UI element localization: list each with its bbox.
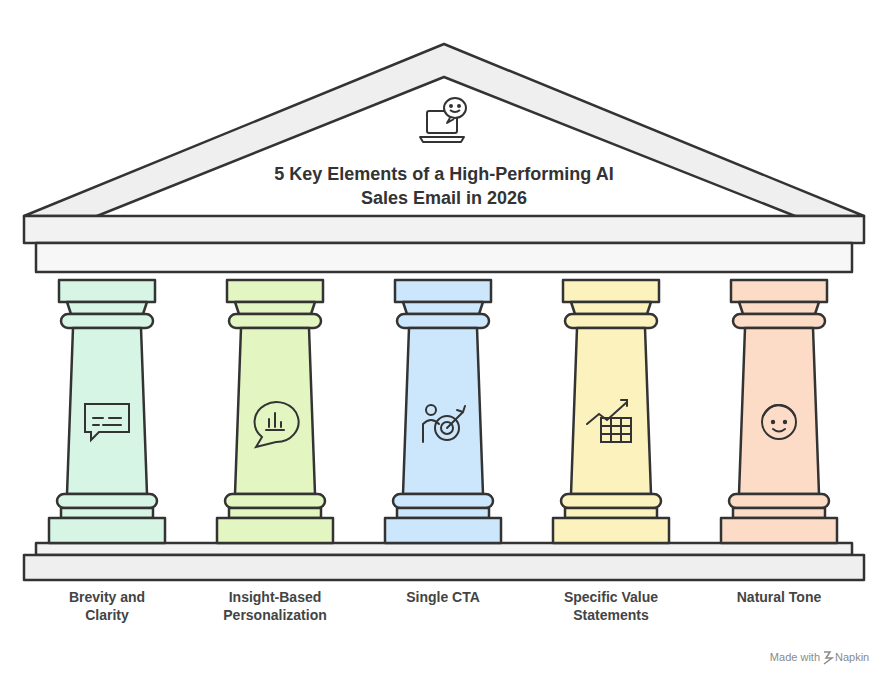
pillar-ring bbox=[397, 314, 489, 328]
pillar-part bbox=[773, 429, 785, 432]
laptop-icon bbox=[420, 98, 466, 142]
pediment-inner bbox=[92, 77, 800, 218]
pillar bbox=[49, 280, 165, 543]
base-slab bbox=[24, 555, 864, 580]
pillar-part bbox=[67, 302, 147, 314]
pediment bbox=[24, 44, 864, 216]
pillar-part bbox=[601, 418, 631, 442]
pillar-part bbox=[235, 302, 315, 314]
pillar-label: Brevity and Clarity bbox=[51, 588, 163, 624]
pillar-icon bbox=[255, 402, 299, 447]
pillar-part bbox=[447, 406, 465, 428]
pillar-part bbox=[266, 413, 284, 430]
pillar-shaft bbox=[67, 328, 147, 494]
pillar-ring bbox=[393, 494, 493, 508]
pillar-base bbox=[721, 518, 837, 543]
pillar-capital bbox=[227, 280, 323, 302]
pillar-part bbox=[565, 508, 657, 518]
pillar-icon bbox=[762, 405, 796, 439]
watermark-text: Napkin bbox=[835, 651, 869, 663]
cornice bbox=[24, 216, 864, 243]
pillar-part bbox=[784, 421, 786, 423]
pillar-ring bbox=[565, 314, 657, 328]
pillar-ring bbox=[729, 494, 829, 508]
pillar-base bbox=[49, 518, 165, 543]
frieze bbox=[36, 243, 852, 272]
diagram-title: 5 Key Elements of a High-Performing AI S… bbox=[249, 162, 639, 210]
napkin-logo bbox=[824, 652, 832, 664]
pillar-part bbox=[739, 302, 819, 314]
pillar bbox=[721, 280, 837, 543]
pillar-ring bbox=[57, 494, 157, 508]
pillar-part bbox=[255, 402, 299, 447]
pillar-base bbox=[385, 518, 501, 543]
pillar-capital bbox=[59, 280, 155, 302]
pillar-icon bbox=[587, 400, 631, 442]
pillar-capital bbox=[563, 280, 659, 302]
pillar-label: Single CTA bbox=[373, 588, 513, 606]
pillar-shaft bbox=[739, 328, 819, 494]
pillar-part bbox=[229, 508, 321, 518]
pillar-ring bbox=[561, 494, 661, 508]
pillar-part bbox=[571, 302, 651, 314]
pillar-ring bbox=[733, 314, 825, 328]
pillar-shaft bbox=[403, 328, 483, 494]
pillar-part bbox=[61, 508, 153, 518]
pillar-icon bbox=[85, 404, 129, 440]
pillar-part bbox=[763, 405, 795, 416]
pillar-part bbox=[85, 404, 129, 440]
pillar-part bbox=[397, 508, 489, 518]
pillar-ring bbox=[229, 314, 321, 328]
pillar-label: Specific Value Statements bbox=[541, 588, 681, 624]
pillar-part bbox=[93, 418, 121, 425]
stylobate bbox=[36, 543, 852, 555]
pillar-part bbox=[403, 302, 483, 314]
pillar-base bbox=[553, 518, 669, 543]
pillar bbox=[217, 280, 333, 543]
pillar-icon bbox=[423, 405, 465, 442]
pillar-part bbox=[587, 400, 627, 424]
pillar-shaft bbox=[571, 328, 651, 494]
pillar-shaft bbox=[235, 328, 315, 494]
pillar-label: Natural Tone bbox=[709, 588, 849, 606]
pillar-part bbox=[733, 508, 825, 518]
pillar-part bbox=[772, 421, 774, 423]
pillar bbox=[553, 280, 669, 543]
pillar bbox=[385, 280, 501, 543]
pillar-part bbox=[762, 405, 796, 439]
pillar-part bbox=[426, 405, 436, 415]
watermark-text: Made with bbox=[770, 651, 820, 663]
pillar-part bbox=[601, 418, 631, 442]
pillar-label: Insight-Based Personalization bbox=[205, 588, 345, 624]
pillar-ring bbox=[61, 314, 153, 328]
pillar-ring bbox=[225, 494, 325, 508]
pillar-capital bbox=[395, 280, 491, 302]
pillar-base bbox=[217, 518, 333, 543]
pillar-capital bbox=[731, 280, 827, 302]
